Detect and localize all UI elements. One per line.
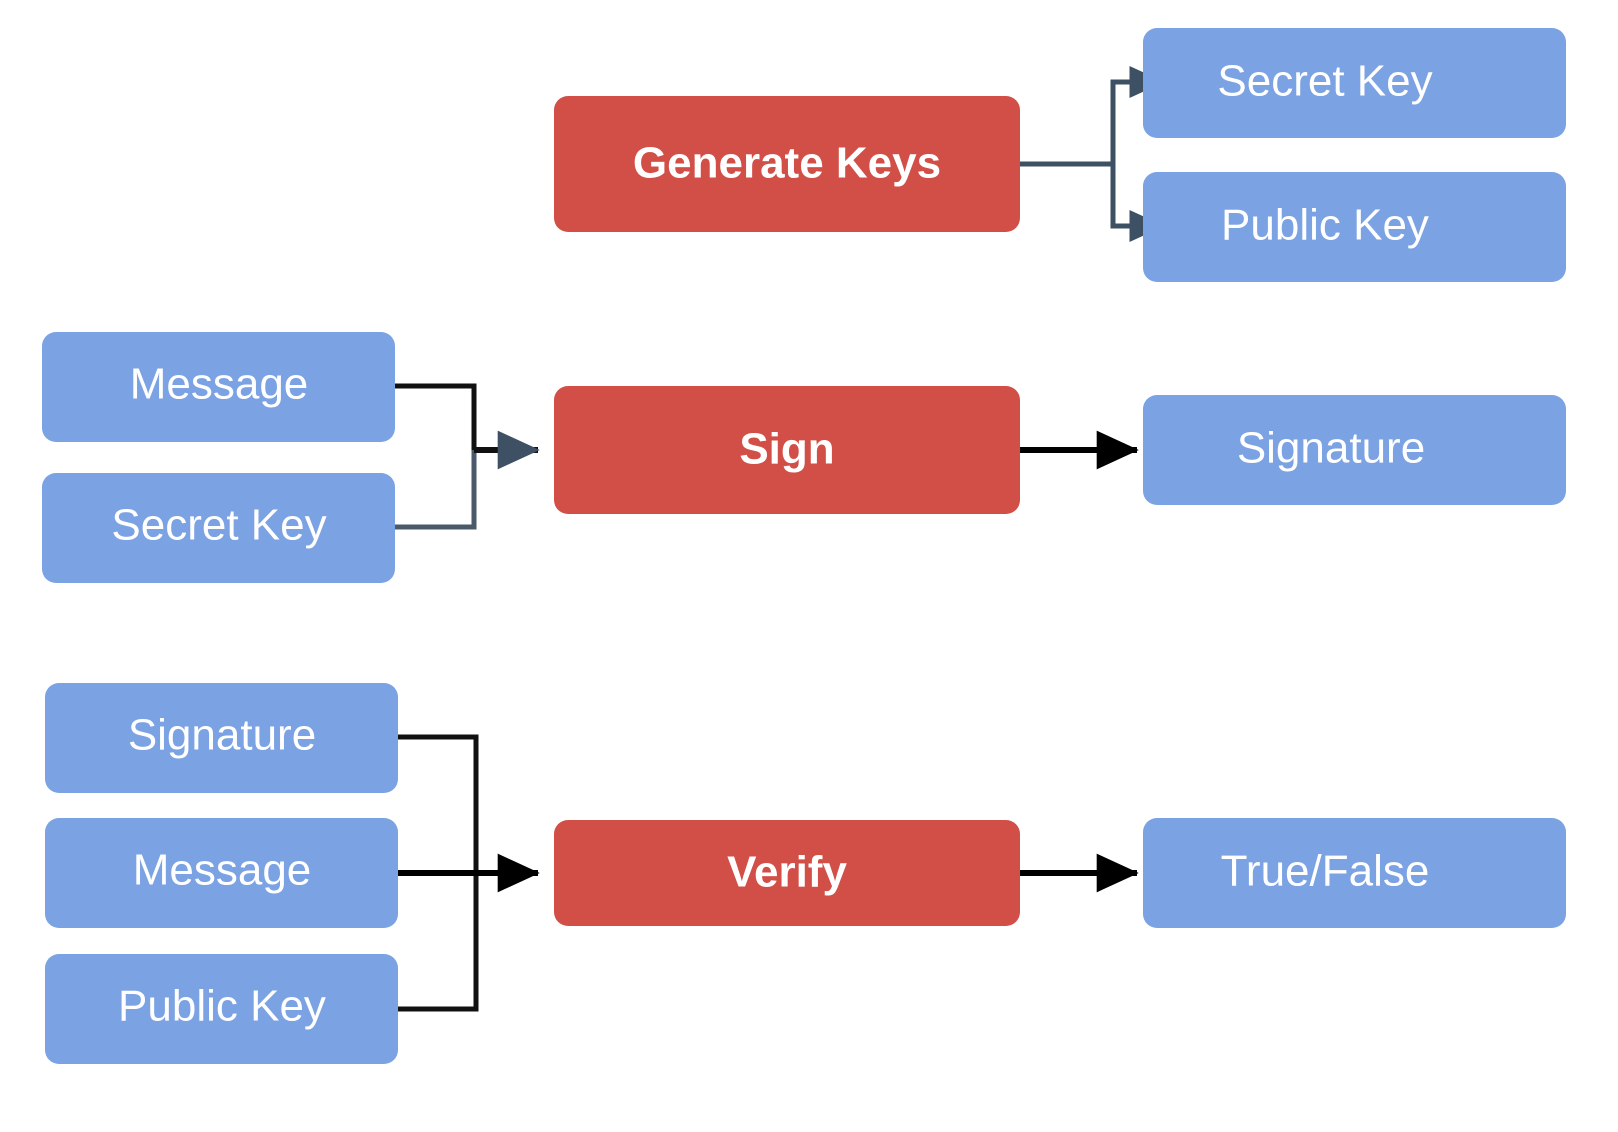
node-verify-signature-input[interactable]: Signature: [45, 683, 398, 793]
node-secret-key-output[interactable]: Secret Key: [1143, 28, 1566, 138]
sign-secret-key-input-label: Secret Key: [111, 501, 326, 550]
sign-message-input-box[interactable]: [42, 332, 395, 442]
section-sign: Message Secret Key Sign Signature: [42, 332, 1566, 583]
secret-key-output-label: Secret Key: [1217, 57, 1432, 106]
edge-secretkey-to-sign-rail: [395, 450, 477, 530]
public-key-output-box[interactable]: [1143, 172, 1566, 282]
node-public-key-output[interactable]: Public Key: [1143, 172, 1566, 282]
node-sign[interactable]: Sign: [554, 386, 1020, 514]
verify-label: Verify: [727, 848, 847, 897]
edge-message-to-sign-rail: [395, 383, 477, 450]
verify-box[interactable]: [554, 820, 1020, 926]
verify-public-key-input-label: Public Key: [118, 982, 326, 1031]
true-false-output-label: True/False: [1221, 847, 1430, 896]
edge-verify-publickey-rail: [395, 873, 479, 1012]
node-verify-message-input[interactable]: Message: [45, 818, 398, 928]
node-sign-message-input[interactable]: Message: [42, 332, 395, 442]
section-verify: Signature Message Public Key Verify True…: [45, 683, 1566, 1064]
signature-output-label: Signature: [1237, 424, 1425, 473]
sign-box[interactable]: [554, 386, 1020, 514]
true-false-output-box[interactable]: [1143, 818, 1566, 928]
verify-message-input-label: Message: [133, 846, 312, 895]
node-signature-output[interactable]: Signature: [1143, 395, 1566, 505]
signature-output-box[interactable]: [1143, 395, 1566, 505]
edge-verify-signature-rail: [395, 734, 479, 873]
verify-signature-input-box[interactable]: [45, 683, 398, 793]
node-verify[interactable]: Verify: [554, 820, 1020, 926]
verify-public-key-input-box[interactable]: [45, 954, 398, 1064]
public-key-output-label: Public Key: [1221, 201, 1429, 250]
sign-label: Sign: [739, 425, 834, 474]
secret-key-output-box[interactable]: [1143, 28, 1566, 138]
sign-message-input-label: Message: [130, 360, 309, 409]
generate-keys-box[interactable]: [554, 96, 1020, 232]
node-sign-secret-key-input[interactable]: Secret Key: [42, 473, 395, 583]
node-generate-keys[interactable]: Generate Keys: [554, 96, 1020, 232]
section-generate-keys: Generate Keys Secret Key Public Key: [554, 28, 1566, 282]
node-true-false-output[interactable]: True/False: [1143, 818, 1566, 928]
generate-keys-label: Generate Keys: [633, 139, 941, 188]
verify-signature-input-label: Signature: [128, 711, 316, 760]
sign-secret-key-input-box[interactable]: [42, 473, 395, 583]
verify-message-input-box[interactable]: [45, 818, 398, 928]
node-verify-public-key-input[interactable]: Public Key: [45, 954, 398, 1064]
